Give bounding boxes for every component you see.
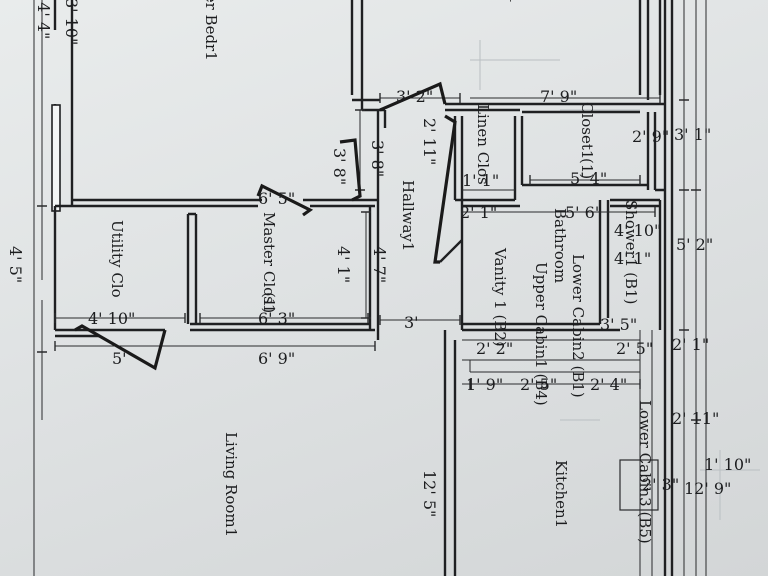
dim-2-1-b: 2' 1" <box>672 335 709 354</box>
dim-5-2: 5' 2" <box>676 235 713 254</box>
dim-2-2: 2' 2" <box>476 339 513 358</box>
dim-2-9: 2' 9" <box>632 127 669 146</box>
dim-2-3: 2' 3" <box>642 475 679 494</box>
kitchen-walls <box>443 330 659 576</box>
dim-12-9: 12' 9" <box>684 479 731 498</box>
label-master-closet: Master Clos1 <box>260 212 278 313</box>
dim-3-0: 3' <box>404 313 419 332</box>
closet-walls <box>53 110 380 340</box>
dim-4-1-b: 4' 1" <box>614 249 651 268</box>
paper-show-through <box>470 40 760 520</box>
dim-6-5: 6' 5" <box>258 189 295 208</box>
label-living-room: Living Room1 <box>222 432 240 537</box>
dim-5-6: 5' 6" <box>565 203 602 222</box>
label-top-right-room: m1 <box>506 0 524 4</box>
label-lower-cabin-b1: Lower Cabin2 (B1) <box>569 254 587 398</box>
dim-6-3: 6' 3" <box>258 309 295 328</box>
label-bathroom: Bathroom <box>551 208 569 283</box>
label-utility-closet: Utility Clo <box>108 220 126 298</box>
dim-3-10: 3' 10" <box>62 0 81 45</box>
label-linen-closet: Linen Clos <box>474 104 492 185</box>
dim-4-1-a: 4' 1" <box>334 246 353 283</box>
label-lower-cabin-b5: Lower Cabin3 (B5) <box>636 400 654 544</box>
hallway-walls <box>350 0 665 332</box>
dim-4-10-b: 4' 10" <box>614 221 661 240</box>
dim-3-5: 3' 5" <box>600 315 637 334</box>
label-master-closet-tag: (1) <box>260 292 278 313</box>
dim-5-a: 5' <box>112 349 127 368</box>
label-upper-cabin-b4: Upper Cabin1 (B4) <box>532 262 550 406</box>
dim-4-5: 4' 5" <box>6 246 25 283</box>
dim-2-11: 2' 11" <box>420 118 439 165</box>
label-hallway: Hallway1 <box>399 180 417 251</box>
dim-2-4: 2' 4" <box>590 375 627 394</box>
label-closet-tag: (1) <box>578 158 596 179</box>
dimension-labels: 14' 4" 3' 10" 4' 5" 4' 10" 5' 6' 5" 6' 3… <box>6 0 751 517</box>
dim-3-2: 3' 2" <box>396 87 433 106</box>
dim-7-9: 7' 9" <box>540 87 577 106</box>
dim-2-11-b: 2' 11" <box>672 409 719 428</box>
dim-4-7: 4' 7" <box>370 246 389 283</box>
label-master-bedroom: ster Bedr1 <box>202 0 220 61</box>
dim-3-8-a: 3' 8" <box>330 148 349 185</box>
dim-3-8-b: 3' 8" <box>368 140 387 177</box>
label-closet: Closet1 <box>578 102 596 159</box>
dim-3-1: 3' 1" <box>674 125 711 144</box>
dim-1-9: 1' 9" <box>466 375 503 394</box>
dim-1-10: 1' 10" <box>704 455 751 474</box>
dim-5-4: 5' 4" <box>570 169 607 188</box>
dim-6-9: 6' 9" <box>258 349 295 368</box>
label-vanity: Vanity 1 (B2) <box>491 247 509 347</box>
dim-4-10: 4' 10" <box>88 309 135 328</box>
door-swings <box>74 81 457 371</box>
dimension-lines-right <box>679 0 707 576</box>
label-kitchen: Kitchen1 <box>552 460 570 528</box>
label-shower: Shower1 (B1) <box>622 200 640 304</box>
dim-14-4: 14' 4" <box>34 0 53 39</box>
room-labels: ster Bedr1 m1 Utility Clo Master Clos1 (… <box>108 0 654 544</box>
dimension-line-left <box>37 0 47 420</box>
dim-2-1: 2' 1" <box>460 203 497 222</box>
interior-dimension-lines <box>54 93 661 389</box>
dim-2-5-b: 2' 5" <box>520 375 557 394</box>
dim-12-5: 12' 5" <box>420 470 439 517</box>
dim-2-5-a: 2' 5" <box>616 339 653 358</box>
dim-1-1: 1' 1" <box>462 171 499 190</box>
exterior-wall-right <box>638 0 674 576</box>
